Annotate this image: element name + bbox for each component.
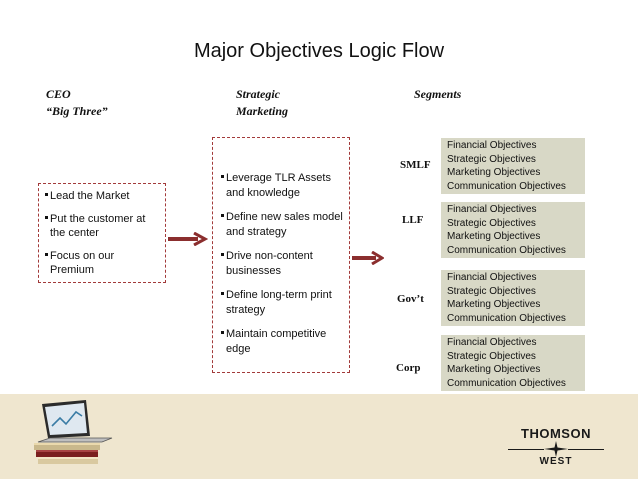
- objective-item: Marketing Objectives: [447, 364, 541, 375]
- ceo-header-line1: CEO: [46, 87, 71, 101]
- objective-item: Strategic Objectives: [447, 350, 536, 362]
- strategic-header: Strategic Marketing: [236, 86, 356, 120]
- strategic-header-line2: Marketing: [236, 104, 289, 118]
- objective-item: Marketing Objectives: [447, 167, 541, 178]
- thomson-west-logo: THOMSON WEST: [500, 426, 612, 470]
- ceo-item: Lead the Market: [45, 189, 159, 203]
- objective-item: Strategic Objectives: [447, 285, 536, 297]
- objective-item: Marketing Objectives: [447, 299, 541, 310]
- logo-text-thomson: THOMSON: [521, 426, 591, 441]
- objective-item: Communication Objectives: [447, 312, 566, 324]
- segment-label-smlf: SMLF: [400, 159, 431, 171]
- objective-item: Communication Objectives: [447, 180, 566, 192]
- logo-text-west: WEST: [539, 456, 573, 467]
- strategic-item: Drive non-content businesses: [221, 249, 343, 279]
- objective-item: Financial Objectives: [447, 140, 537, 151]
- segment-label-govt: Gov’t: [397, 293, 424, 305]
- objective-item: Communication Objectives: [447, 244, 566, 256]
- strategic-header-line1: Strategic: [236, 87, 280, 101]
- strategic-item: Maintain competitive edge: [221, 327, 343, 357]
- ceo-header-line2: “Big Three”: [46, 104, 108, 118]
- footer-band: [0, 394, 638, 479]
- objective-item: Strategic Objectives: [447, 217, 536, 229]
- star-icon: [544, 441, 568, 457]
- logo-rule-left: [508, 449, 544, 450]
- segments-header: Segments: [414, 87, 462, 101]
- segment-label-llf: LLF: [402, 214, 424, 226]
- ceo-header: CEO “Big Three”: [46, 86, 176, 120]
- objective-item: Financial Objectives: [447, 337, 537, 348]
- flow-arrow-ceo-to-strategic: [168, 232, 208, 246]
- strategic-item: Leverage TLR Assets and knowledge: [221, 171, 343, 201]
- segment-objectives-llf: Financial Objectives Strategic Objective…: [441, 202, 585, 258]
- segment-objectives-smlf: Financial Objectives Strategic Objective…: [441, 138, 585, 194]
- segment-objectives-govt: Financial Objectives Strategic Objective…: [441, 270, 585, 326]
- strategic-item: Define long-term print strategy: [221, 288, 343, 318]
- slide-title: Major Objectives Logic Flow: [193, 40, 445, 62]
- strategic-item: Define new sales model and strategy: [221, 210, 343, 240]
- ceo-item: Put the customer at the center: [45, 212, 159, 240]
- laptop-books-icon: [34, 400, 113, 464]
- segment-objectives-corp: Financial Objectives Strategic Objective…: [441, 335, 585, 391]
- objective-item: Communication Objectives: [447, 377, 566, 389]
- ceo-box: Lead the Market Put the customer at the …: [38, 183, 166, 283]
- objective-item: Financial Objectives: [447, 204, 537, 215]
- objective-item: Strategic Objectives: [447, 153, 536, 165]
- objective-item: Marketing Objectives: [447, 231, 541, 242]
- ceo-item: Focus on our Premium: [45, 249, 159, 277]
- strategic-box: Leverage TLR Assets and knowledge Define…: [212, 137, 350, 373]
- logo-rule-right: [568, 449, 604, 450]
- segment-label-corp: Corp: [396, 362, 421, 374]
- objective-item: Financial Objectives: [447, 272, 537, 283]
- flow-arrow-strategic-to-segments: [352, 251, 384, 265]
